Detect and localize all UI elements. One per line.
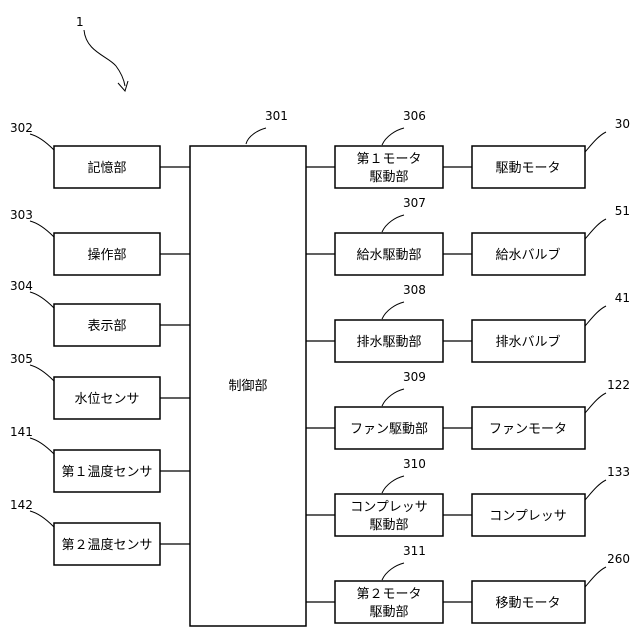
actuator-label: 移動モータ [495, 596, 560, 611]
input-ref: 302 [10, 121, 33, 135]
driver-block: 第２モータ駆動部 311 [306, 544, 472, 623]
driver-ref: 306 [403, 109, 426, 123]
driver-ref: 309 [403, 370, 426, 384]
driver-label: コンプレッサ [350, 500, 428, 515]
input-ref-leader [30, 221, 54, 237]
input-ref-leader [30, 292, 54, 308]
input-label: 記憶部 [87, 160, 126, 176]
driver-block: ファン駆動部 309 [306, 370, 472, 449]
input-ref-leader [30, 134, 54, 150]
figure-arrowhead [118, 81, 128, 91]
controller-label: 制御部 [228, 379, 267, 394]
driver-label: 第２モータ [356, 587, 421, 602]
driver-label: ファン駆動部 [350, 422, 428, 437]
input-blocks: 記憶部 302 操作部 303 表示部 304 水位センサ 305 第１温度センサ 141 第２温度… [10, 121, 190, 565]
driver-ref-leader [382, 476, 404, 493]
actuator-ref-leader [585, 567, 606, 587]
actuator-ref-leader [585, 480, 606, 500]
driver-label: 排水駆動部 [356, 335, 421, 350]
figure-number: 1 [76, 15, 84, 29]
input-ref: 305 [10, 352, 33, 366]
input-ref: 141 [10, 425, 33, 439]
input-label: 水位センサ [74, 392, 139, 407]
controller-leader [246, 128, 266, 144]
actuator-block: ファンモータ 122 [472, 378, 630, 449]
actuator-label: ファンモータ [489, 422, 567, 437]
driver-ref: 311 [403, 544, 426, 558]
driver-label: 給水駆動部 [356, 248, 421, 263]
actuator-ref: 133 [607, 465, 630, 479]
driver-block: 給水駆動部 307 [306, 196, 472, 275]
driver-ref-leader [382, 128, 404, 145]
controller-ref: 301 [265, 109, 288, 123]
actuator-ref-leader [585, 306, 606, 326]
driver-block: 排水駆動部 308 [306, 283, 472, 362]
actuator-label: 駆動モータ [495, 161, 560, 176]
actuator-block: 排水バルブ 41 [472, 291, 630, 362]
actuator-blocks: 駆動モータ 30 給水バルブ 51 排水バルブ 41 ファンモータ 122 コンプレッサ 133 移… [472, 117, 630, 623]
input-block: 水位センサ 305 [10, 352, 190, 419]
input-label: 操作部 [87, 247, 126, 263]
actuator-ref: 122 [607, 378, 630, 392]
driver-ref-leader [382, 563, 404, 580]
driver-label: 駆動部 [369, 170, 408, 185]
driver-blocks: 第１モータ駆動部 306 給水駆動部 307 排水駆動部 308 ファン駆動部 309 コンプレ… [306, 109, 472, 623]
actuator-block: 駆動モータ 30 [472, 117, 630, 188]
figure-arrow [84, 30, 125, 86]
actuator-block: コンプレッサ 133 [472, 465, 630, 536]
actuator-label: 給水バルブ [495, 247, 560, 263]
driver-label: 駆動部 [369, 605, 408, 620]
input-block: 操作部 303 [10, 208, 190, 275]
actuator-label: コンプレッサ [489, 509, 567, 524]
input-ref: 303 [10, 208, 33, 222]
input-block: 第１温度センサ 141 [10, 425, 190, 492]
actuator-ref: 41 [615, 291, 630, 305]
driver-ref-leader [382, 389, 404, 406]
driver-ref-leader [382, 302, 404, 319]
actuator-ref: 260 [607, 552, 630, 566]
input-label: 第２温度センサ [61, 537, 152, 553]
actuator-block: 給水バルブ 51 [472, 204, 630, 275]
driver-block: 第１モータ駆動部 306 [306, 109, 472, 188]
actuator-ref-leader [585, 393, 606, 413]
input-ref-leader [30, 365, 54, 381]
actuator-ref: 30 [615, 117, 630, 131]
actuator-ref-leader [585, 132, 606, 152]
input-block: 第２温度センサ 142 [10, 498, 190, 565]
driver-label: 第１モータ [356, 152, 421, 167]
input-ref: 142 [10, 498, 33, 512]
input-ref-leader [30, 438, 54, 454]
driver-ref: 310 [403, 457, 426, 471]
input-ref: 304 [10, 279, 33, 293]
driver-ref-leader [382, 215, 404, 232]
input-label: 表示部 [87, 319, 126, 334]
driver-block: コンプレッサ駆動部 310 [306, 457, 472, 536]
actuator-ref-leader [585, 219, 606, 239]
actuator-ref: 51 [615, 204, 630, 218]
driver-label: 駆動部 [369, 518, 408, 533]
actuator-label: 排水バルブ [495, 334, 560, 350]
input-ref-leader [30, 511, 54, 527]
input-block: 表示部 304 [10, 279, 190, 346]
driver-ref: 308 [403, 283, 426, 297]
input-block: 記憶部 302 [10, 121, 190, 188]
input-label: 第１温度センサ [61, 464, 152, 480]
actuator-block: 移動モータ 260 [472, 552, 630, 623]
driver-ref: 307 [403, 196, 426, 210]
